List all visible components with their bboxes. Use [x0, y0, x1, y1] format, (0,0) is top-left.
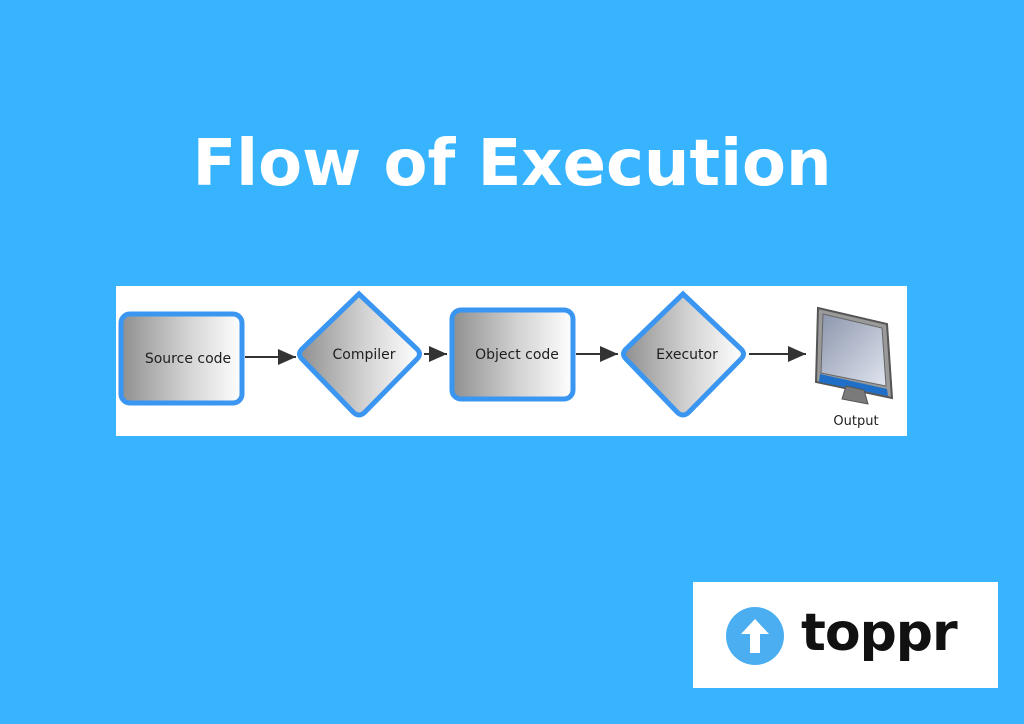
- node-label-compiler: Compiler: [332, 347, 395, 363]
- node-object-code: Object code: [449, 307, 576, 402]
- node-executor: Executor: [621, 290, 746, 418]
- node-label-executor: Executor: [656, 347, 718, 363]
- node-label-object-code: Object code: [475, 347, 559, 363]
- node-compiler: Compiler: [297, 290, 422, 418]
- toppr-logo: toppr: [693, 582, 998, 688]
- page-title: Flow of Execution: [192, 127, 832, 201]
- node-source-code: Source code: [118, 311, 245, 406]
- up-arrow-circle-icon: [726, 607, 784, 665]
- flow-diagram: Source code Compiler Object code Executo…: [116, 286, 907, 436]
- logo-text: toppr: [801, 603, 958, 663]
- flow-diagram-svg: Source code Compiler Object code Executo…: [118, 290, 894, 429]
- node-label-output: Output: [833, 414, 878, 429]
- monitor-icon: [814, 306, 894, 405]
- node-label-source-code: Source code: [145, 351, 231, 367]
